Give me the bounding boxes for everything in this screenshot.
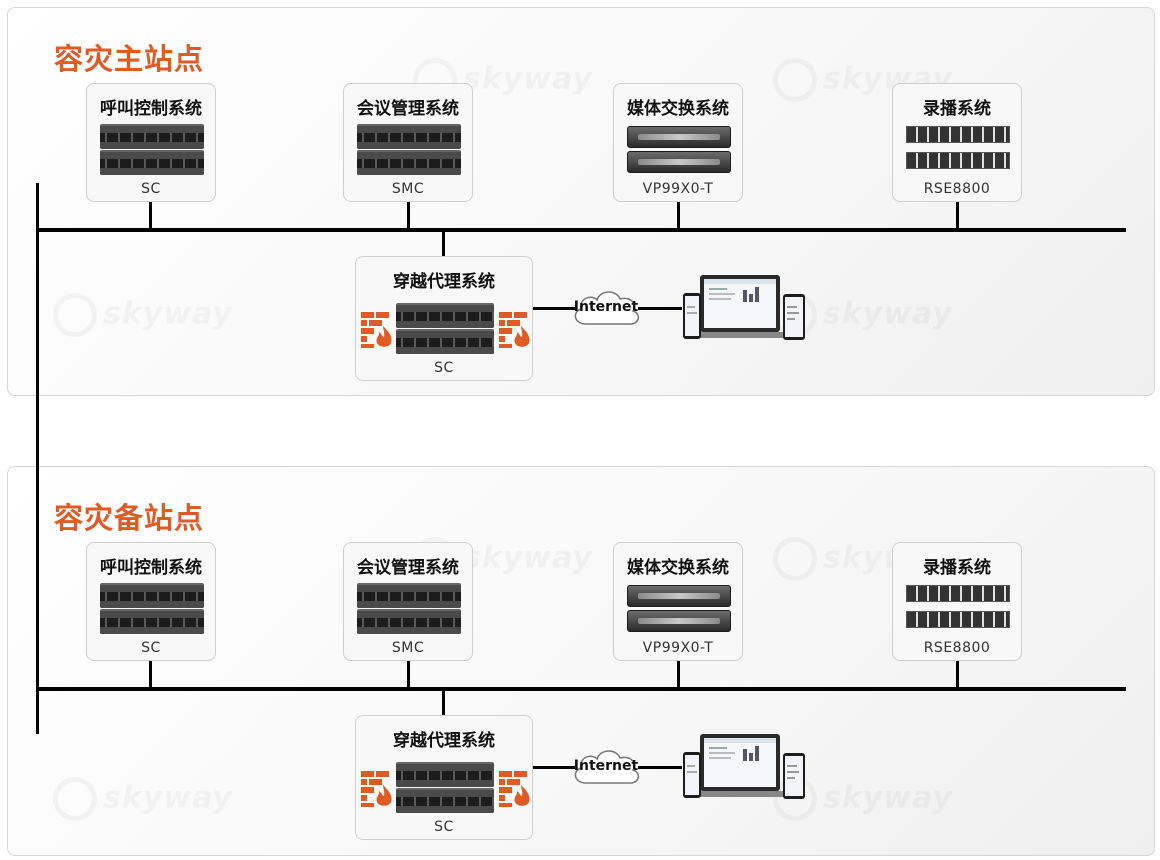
network-bus	[36, 228, 1126, 232]
rack-server	[357, 124, 461, 149]
system-card-conference-management: 会议管理系统 SMC	[343, 83, 473, 202]
system-card-media-switching: 媒体交换系统 VP99X0-T	[613, 542, 743, 661]
rack-server	[906, 611, 1010, 628]
internet-cloud-icon	[574, 291, 640, 325]
system-card-call-control: 呼叫控制系统 SC	[86, 83, 216, 202]
bus-drop	[442, 690, 445, 716]
system-model: SC	[434, 819, 454, 835]
system-title: 媒体交换系统	[627, 558, 729, 578]
system-model: VP99X0-T	[642, 640, 714, 656]
rack-server	[396, 788, 494, 813]
bus-drop	[677, 661, 680, 688]
rack-server	[100, 150, 204, 175]
bus-drop	[956, 661, 959, 688]
system-card-recording: 录播系统 RSE8800	[892, 83, 1022, 202]
system-model: SC	[434, 360, 454, 376]
system-title: 录播系统	[923, 558, 991, 578]
rack-server	[627, 151, 731, 173]
bus-drop	[407, 661, 410, 688]
system-title: 呼叫控制系统	[100, 99, 202, 119]
system-card-traversal-proxy: 穿越代理系统 SC	[355, 715, 533, 840]
internet-link	[638, 307, 682, 310]
rack-server	[627, 610, 731, 632]
internet-cloud: Internet	[568, 284, 644, 332]
system-model: SC	[141, 181, 161, 197]
system-title: 会议管理系统	[357, 558, 459, 578]
proxy-link	[533, 307, 575, 310]
site-title: 容灾主站点	[54, 42, 205, 76]
internet-label: Internet	[573, 758, 639, 774]
system-title: 呼叫控制系统	[100, 558, 202, 578]
internet-label: Internet	[573, 299, 639, 315]
internet-cloud: Internet	[568, 743, 644, 791]
watermark: skyway	[53, 777, 233, 821]
system-title: 媒体交换系统	[627, 99, 729, 119]
system-model: RSE8800	[923, 640, 991, 656]
system-title: 穿越代理系统	[393, 272, 495, 292]
system-model: RSE8800	[923, 181, 991, 197]
internet-link	[638, 766, 682, 769]
rack-server	[627, 126, 731, 148]
rack-server	[100, 583, 204, 608]
rack-server	[396, 762, 494, 787]
backbone-line	[36, 183, 39, 734]
system-model: VP99X0-T	[642, 181, 714, 197]
bus-drop	[677, 202, 680, 229]
system-card-recording: 录播系统 RSE8800	[892, 542, 1022, 661]
rack-server	[396, 329, 494, 354]
rack-server	[627, 585, 731, 607]
rack-server	[396, 303, 494, 328]
firewall-icon	[361, 771, 392, 807]
site-title: 容灾备站点	[54, 501, 205, 535]
laptop-phone-icon	[683, 275, 805, 340]
bus-drop	[149, 661, 152, 688]
system-model: SC	[141, 640, 161, 656]
rack-server	[906, 585, 1010, 602]
system-title: 会议管理系统	[357, 99, 459, 119]
laptop-phone-icon	[683, 734, 805, 799]
rack-server	[100, 124, 204, 149]
system-card-call-control: 呼叫控制系统 SC	[86, 542, 216, 661]
rack-server	[357, 583, 461, 608]
system-card-conference-management: 会议管理系统 SMC	[343, 542, 473, 661]
bus-drop	[956, 202, 959, 229]
network-bus	[36, 687, 1126, 691]
system-title: 录播系统	[923, 99, 991, 119]
rack-server	[357, 150, 461, 175]
rack-server	[906, 152, 1010, 169]
rack-server	[906, 126, 1010, 143]
internet-cloud-icon	[574, 750, 640, 784]
site-panel-backup: skyway skyway skyway skyway 容灾备站点	[7, 466, 1155, 856]
rack-server	[357, 609, 461, 634]
system-model: SMC	[391, 181, 425, 197]
bus-drop	[407, 202, 410, 229]
firewall-icon	[499, 771, 530, 807]
watermark: skyway	[53, 293, 233, 337]
bus-drop	[149, 202, 152, 229]
firewall-icon	[361, 312, 392, 348]
system-title: 穿越代理系统	[393, 731, 495, 751]
firewall-icon	[499, 312, 530, 348]
proxy-link	[533, 766, 575, 769]
rack-server	[100, 609, 204, 634]
system-card-media-switching: 媒体交换系统 VP99X0-T	[613, 83, 743, 202]
system-card-traversal-proxy: 穿越代理系统 SC	[355, 256, 533, 381]
bus-drop	[442, 231, 445, 257]
system-model: SMC	[391, 640, 425, 656]
